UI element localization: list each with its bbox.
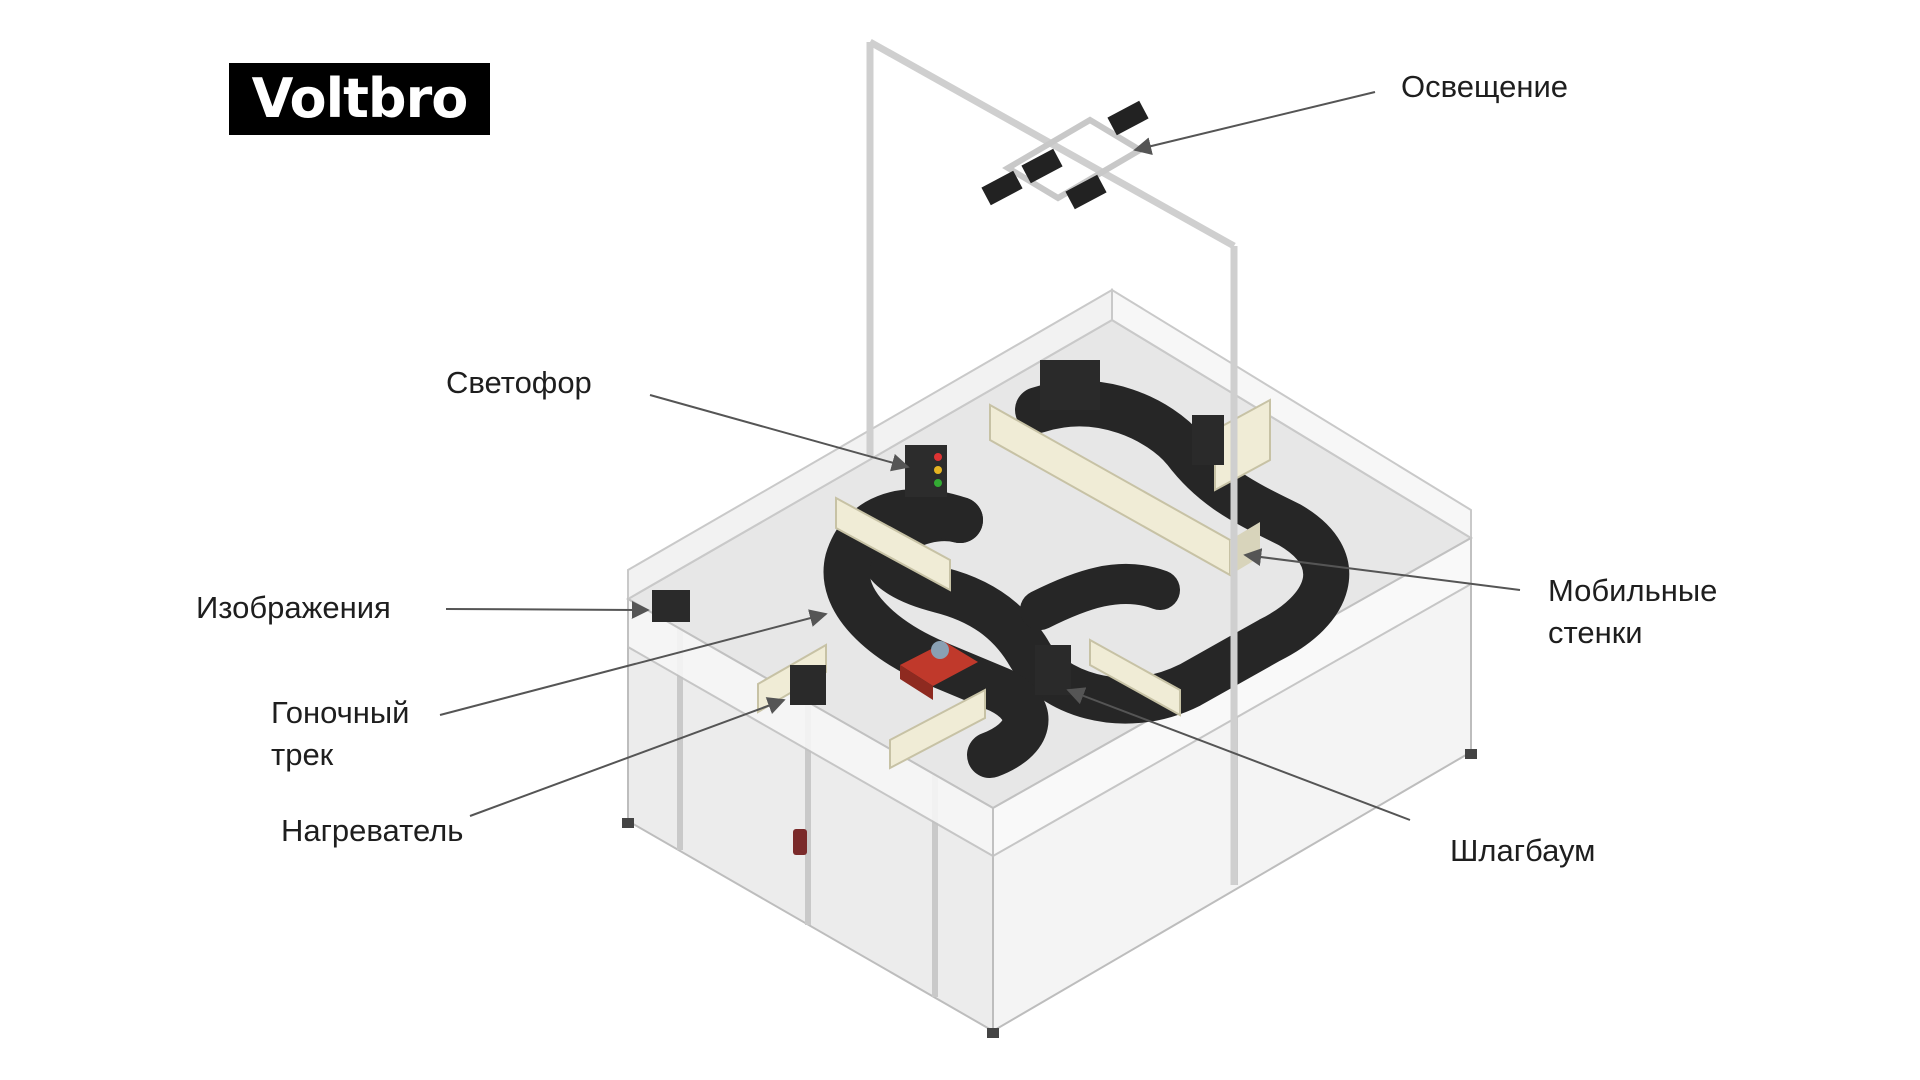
label-images: Изображения xyxy=(196,590,391,625)
label-track-line1: Гоночный xyxy=(271,695,410,730)
label-heater: Нагреватель xyxy=(281,813,464,848)
image-screen-device xyxy=(652,590,690,622)
label-walls-line1: Мобильные xyxy=(1548,573,1718,608)
leader-lines xyxy=(439,91,1521,821)
traffic-light-device xyxy=(905,445,947,497)
heater-device xyxy=(790,665,826,705)
label-walls-line2: стенки xyxy=(1548,615,1643,650)
label-lighting: Освещение xyxy=(1401,69,1569,104)
voltbro-logo: Voltbro xyxy=(229,63,490,135)
label-traffic-light: Светофор xyxy=(446,365,592,400)
label-barrier: Шлагбаум xyxy=(1450,833,1596,868)
switch-icon xyxy=(793,829,807,855)
barrier-device xyxy=(1035,360,1224,695)
label-track-line2: трек xyxy=(271,737,334,772)
robot-car xyxy=(900,641,978,700)
